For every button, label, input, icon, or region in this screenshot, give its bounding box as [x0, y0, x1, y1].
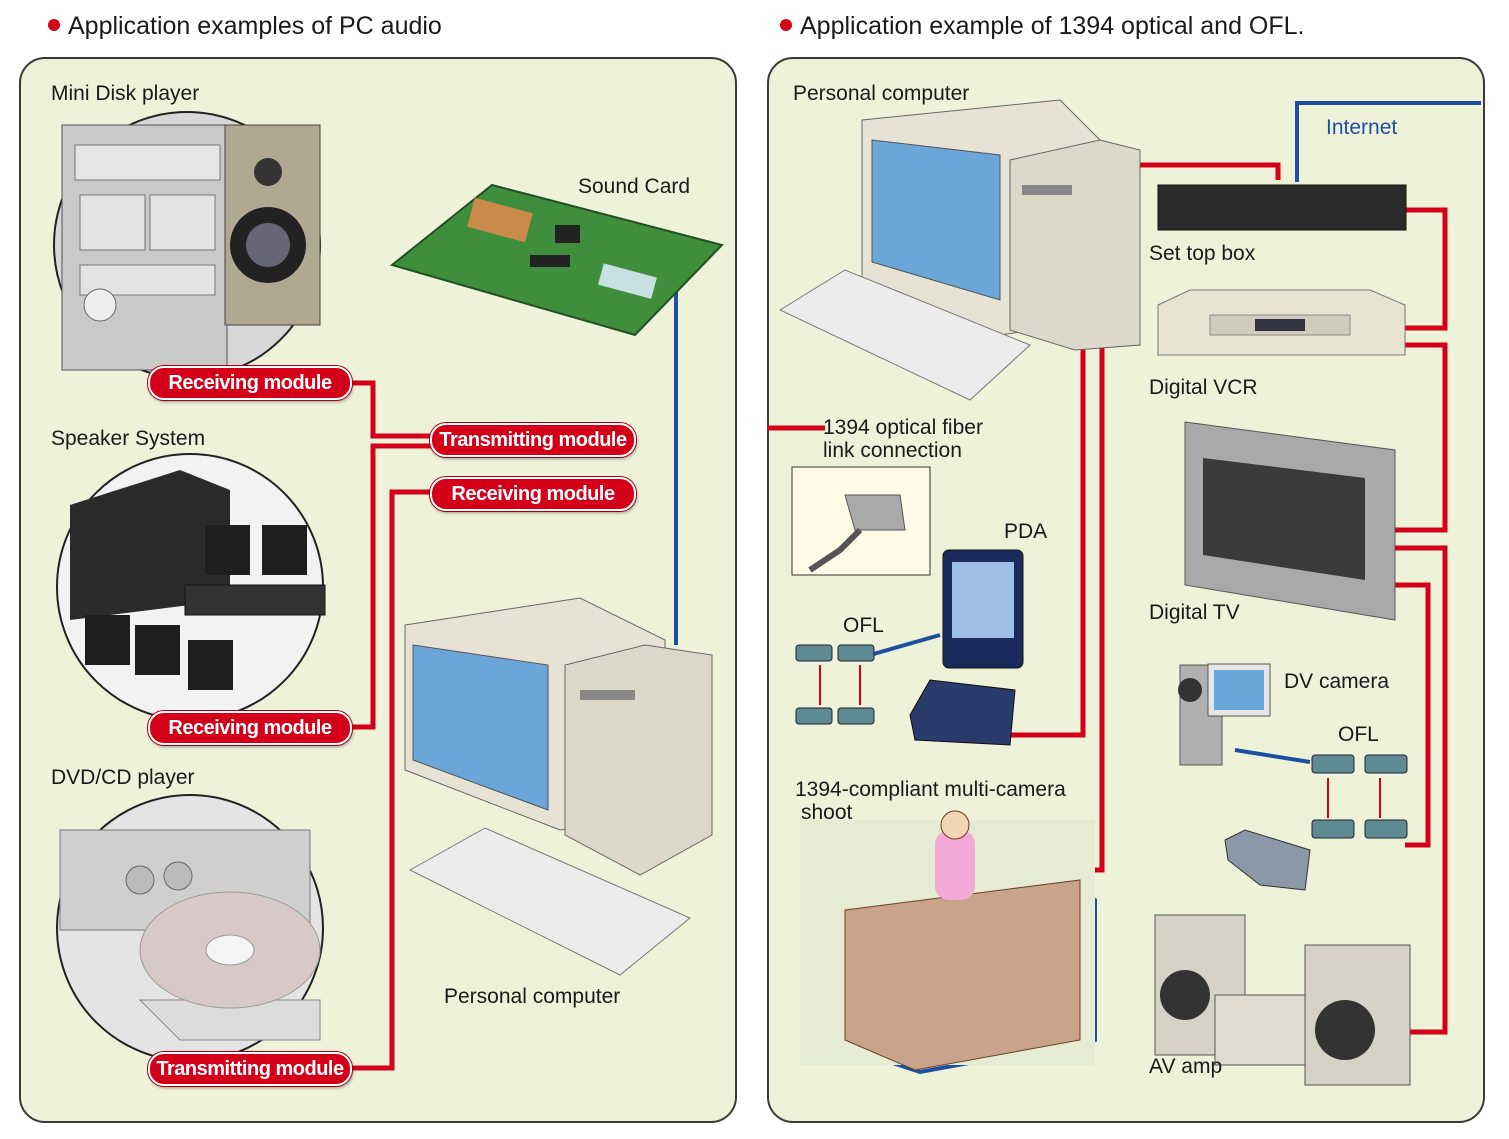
- digital-vcr-label: Digital VCR: [1149, 376, 1258, 399]
- receiving-module-badge: Receiving module: [148, 366, 352, 400]
- set-top-box-icon: [1157, 184, 1407, 231]
- fiber-connector-icon: [791, 466, 931, 576]
- fiber-link-label-line2: link connection: [823, 439, 962, 462]
- mini-disk-player-label: Mini Disk player: [51, 82, 200, 105]
- left-fiber-lines: [350, 380, 432, 1071]
- set-top-box-label: Set top box: [1149, 242, 1256, 265]
- pda-label: PDA: [1004, 520, 1048, 543]
- ofl-modules-left: [795, 644, 875, 725]
- multicamera-label-line1: 1394-compliant multi-camera: [795, 778, 1066, 801]
- receiving-module-badge: Receiving module: [430, 477, 636, 511]
- right-personal-computer-label: Personal computer: [793, 82, 970, 105]
- ofl-modules-right: [1311, 754, 1408, 839]
- pda-icon: [942, 549, 1024, 669]
- left-personal-computer-icon: [404, 597, 713, 976]
- av-amp-label: AV amp: [1149, 1055, 1223, 1078]
- ofl-label-left: OFL: [843, 614, 884, 637]
- pda-cradle-icon: [909, 679, 1016, 746]
- fiber-link-label-line1: 1394 optical fiber: [823, 416, 983, 439]
- transmitting-module-badge: Transmitting module: [148, 1052, 352, 1086]
- right-heading-text: Application example of 1394 optical and …: [800, 12, 1305, 40]
- dv-camera-icon: [1178, 663, 1271, 766]
- mini-disk-player-icon: [53, 111, 321, 379]
- bullet-icon: [48, 19, 60, 32]
- dvd-cd-player-label: DVD/CD player: [51, 766, 195, 789]
- av-amp-icon: [1154, 914, 1411, 1086]
- speaker-system-label: Speaker System: [51, 427, 206, 450]
- bullet-icon: [780, 19, 792, 32]
- internet-label: Internet: [1326, 116, 1398, 139]
- dv-camera-label: DV camera: [1284, 670, 1390, 693]
- speaker-system-icon: [56, 453, 326, 721]
- left-heading-text: Application examples of PC audio: [68, 12, 442, 40]
- left-personal-computer-label: Personal computer: [444, 985, 621, 1008]
- left-section-heading: Application examples of PC audio: [48, 12, 442, 41]
- digital-tv-label: Digital TV: [1149, 601, 1240, 624]
- receiving-module-badge: Receiving module: [148, 711, 352, 745]
- ofl-label-right: OFL: [1338, 723, 1379, 746]
- dvd-cd-player-icon: [56, 794, 324, 1062]
- sound-card-label: Sound Card: [578, 175, 691, 198]
- ofl-arrows: [819, 665, 1381, 818]
- transmitting-module-badge: Transmitting module: [430, 423, 636, 457]
- sound-card-icon: [389, 183, 724, 337]
- right-personal-computer-icon: [778, 99, 1141, 401]
- digital-tv-icon: [1184, 421, 1396, 621]
- crib-multicamera-icon: [800, 810, 1095, 1071]
- digital-vcr-icon: [1157, 289, 1406, 356]
- ofl-charger-icon: [1224, 829, 1311, 891]
- right-section-heading: Application example of 1394 optical and …: [780, 12, 1304, 41]
- multicamera-label-line2: shoot: [801, 801, 853, 824]
